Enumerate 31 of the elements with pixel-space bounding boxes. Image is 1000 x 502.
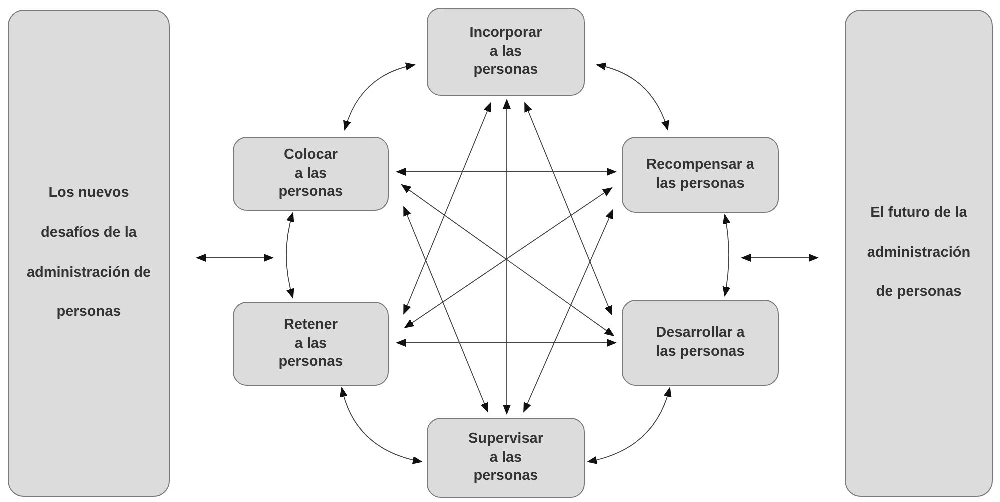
double-arrow xyxy=(404,206,488,413)
double-arrow xyxy=(396,168,617,176)
double-arrow xyxy=(503,99,511,415)
box-label: El futuro de la administración de personas xyxy=(867,204,971,302)
process-box xyxy=(427,8,585,96)
double-arrow xyxy=(524,209,614,413)
box-label: Colocar a las personas xyxy=(278,146,344,202)
double-arrow xyxy=(286,212,294,299)
double-arrow xyxy=(396,339,617,347)
double-arrow xyxy=(340,387,423,464)
process-box xyxy=(233,302,389,386)
box-label: Retener a las personas xyxy=(278,316,344,372)
double-arrow xyxy=(344,63,416,131)
process-box xyxy=(622,300,779,386)
double-arrow xyxy=(596,63,669,131)
box-label: Recompensar a las personas xyxy=(646,156,756,194)
double-arrow xyxy=(587,387,672,464)
box-label: Desarrollar a las personas xyxy=(656,324,746,362)
double-arrow xyxy=(741,254,819,262)
double-arrow xyxy=(196,254,274,262)
side-panel xyxy=(8,10,170,497)
double-arrow xyxy=(722,214,731,297)
double-arrow xyxy=(404,102,492,315)
box-label: Incorporar a las personas xyxy=(468,24,544,80)
double-arrow xyxy=(524,102,612,316)
box-label: Los nuevos desafíos de la administración de personas xyxy=(26,184,152,322)
box-label: Supervisar a las personas xyxy=(468,430,544,486)
process-box xyxy=(427,418,585,498)
side-panel xyxy=(845,10,993,497)
process-box xyxy=(233,137,389,211)
process-box xyxy=(622,137,779,213)
